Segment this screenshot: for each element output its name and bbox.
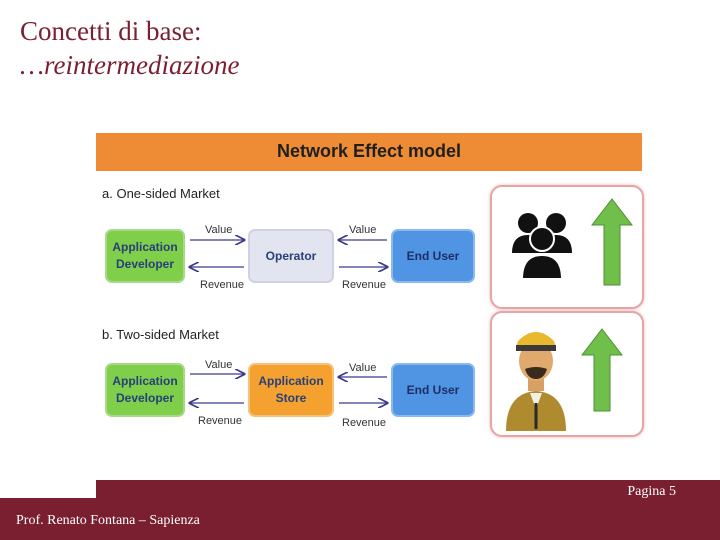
footer-author: Prof. Renato Fontana – Sapienza — [16, 513, 200, 528]
label-b-revenue-2: Revenue — [342, 417, 387, 429]
flow-arrows — [96, 133, 644, 438]
taxi-driver-icon — [506, 332, 566, 431]
node-a-operator: Operator — [248, 229, 334, 283]
node-b-developer: Application Developer — [105, 363, 185, 417]
figure-banner: Network Effect model — [96, 133, 642, 171]
label-a-revenue-1: Revenue — [200, 279, 245, 291]
title-line-2: …reintermediazione — [20, 50, 240, 80]
footer-band — [96, 480, 720, 498]
network-effect-figure: Network Effect model a. One-sided Market… — [96, 133, 644, 438]
users-growth-card — [490, 185, 644, 309]
footer-bar — [0, 498, 720, 540]
footer-notch — [0, 480, 96, 498]
title-line-1: Concetti di base: — [20, 16, 202, 46]
slide-title: Concetti di base: …reintermediazione — [20, 14, 239, 82]
section-a-heading: a. One-sided Market — [102, 186, 220, 201]
users-group-icon — [512, 213, 572, 280]
label-a-value-1: Value — [205, 224, 233, 236]
node-a-developer: Application Developer — [105, 229, 185, 283]
section-a-arrows — [190, 240, 387, 267]
node-b-end-user: End User — [391, 363, 475, 417]
page-number: Pagina 5 — [627, 484, 676, 499]
label-b-value-1: Value — [205, 359, 233, 371]
label-a-revenue-2: Revenue — [342, 279, 387, 291]
label-b-value-2: Value — [349, 362, 377, 374]
section-b-heading: b. Two-sided Market — [102, 327, 219, 342]
section-b-arrows — [190, 374, 387, 403]
label-b-revenue-1: Revenue — [198, 415, 243, 427]
node-a-end-user: End User — [391, 229, 475, 283]
driver-growth-card — [490, 311, 644, 437]
label-a-value-2: Value — [349, 224, 377, 236]
arrow-up-icon — [580, 328, 624, 412]
arrow-up-icon — [590, 198, 634, 286]
figure-banner-title: Network Effect model — [276, 141, 462, 161]
node-b-store: Application Store — [248, 363, 334, 417]
